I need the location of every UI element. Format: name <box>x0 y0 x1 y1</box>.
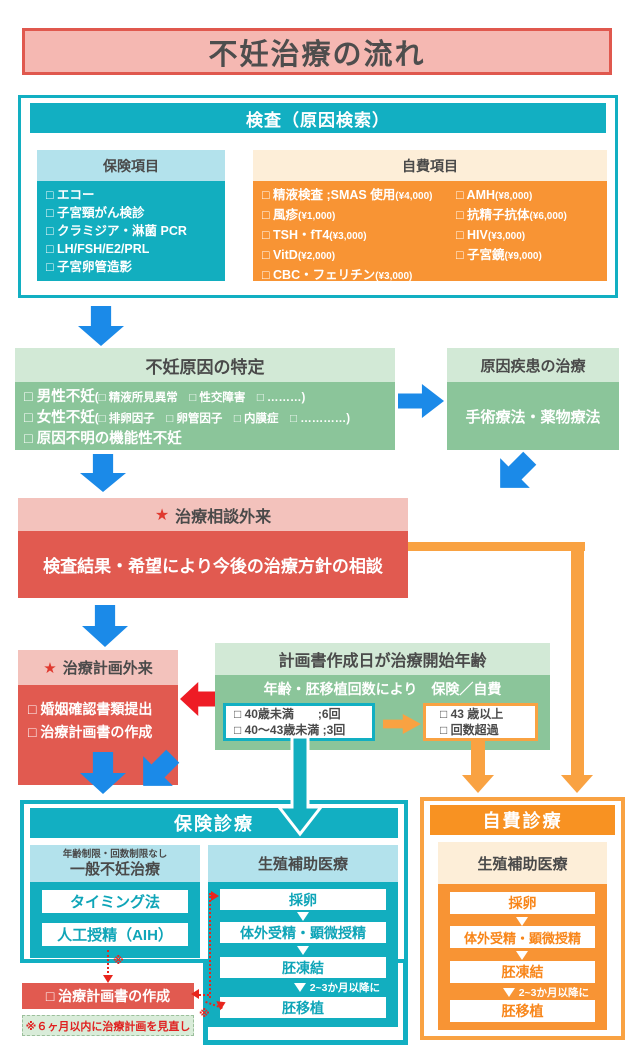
plan-clinic-item: □ 治療計画書の作成 <box>28 724 153 740</box>
cause-body: □ 男性不妊(□ 精液所見異常 □ 性交障害 □ ………) □ 女性不妊(□ 排… <box>15 382 395 450</box>
down-arrow-icon <box>297 946 309 955</box>
step-aih: 人工授精（AIH） <box>42 923 188 946</box>
down-arrow-icon <box>502 987 515 997</box>
insurance-item: □ LH/FSH/E2/PRL <box>46 242 150 256</box>
age-criteria-line: □ 40歳未満 ;6回 <box>234 707 341 721</box>
dotted-connector <box>107 950 109 977</box>
age-criteria-line: □ 回数超過 <box>440 723 499 737</box>
arrow-down-icon <box>80 454 126 492</box>
insurance-item: □ 子宮頸がん検診 <box>46 206 145 220</box>
red-arrowhead-icon <box>191 989 199 999</box>
selfpay-item: □ AMH(¥8,000) <box>456 188 533 202</box>
selfpay-item: □ 子宮鏡(¥9,000) <box>456 248 542 262</box>
cause-line: □ 女性不妊(□ 排卵因子 □ 卵管因子 □ 内膜症 □ …………) <box>24 410 351 426</box>
dotted-connector <box>209 893 211 998</box>
red-arrow-left-icon <box>180 682 218 716</box>
orange-connector-vertical <box>571 542 584 776</box>
selfpay-item: □ 抗精子抗体(¥6,000) <box>456 208 567 222</box>
down-arrow-icon <box>297 912 309 921</box>
consult-header: ★ 治療相談外来 <box>18 498 408 531</box>
insurance-item: □ 子宮卵管造影 <box>46 260 133 274</box>
age-selfpay-criteria-box: □ 43 歳以上 □ 回数超過 <box>423 703 538 741</box>
general-treatment-title: 一般不妊治療 <box>69 861 160 878</box>
selfpay-item: □ TSH・fT4(¥3,000) <box>262 228 367 242</box>
disease-header: 原因疾患の治療 <box>447 348 619 382</box>
selfpay-item: □ HIV(¥3,000) <box>456 228 526 242</box>
replan-note: ※６ヶ月以内に治療計画を見直し <box>22 1015 194 1036</box>
consult-header-label: 治療相談外来 <box>175 508 272 526</box>
plan-clinic-header-label: 治療計画外来 <box>62 660 153 677</box>
teal-flow-arrow-icon <box>277 737 323 837</box>
selfpay-items-panel <box>253 181 607 281</box>
art-selfpay-header: 生殖補助医療 <box>438 842 607 884</box>
orange-arrowhead-icon <box>462 775 494 793</box>
down-arrow-icon <box>293 982 306 992</box>
selfpay-item: □ CBC・フェリチン(¥3,000) <box>262 268 413 282</box>
age-insurance-criteria-box: □ 40歳未満 ;6回 □ 40～43歳未満 ;3回 <box>223 703 375 741</box>
insurance-care-border-segment <box>203 959 208 1045</box>
cause-header: 不妊原因の特定 <box>15 348 395 382</box>
insurance-care-header: 保険診療 <box>30 808 398 838</box>
arrow-down-icon <box>78 306 124 346</box>
general-treatment-header: 年齢制限・回数制限なし 一般不妊治療 <box>30 845 200 882</box>
age-box-subheader: 年齢・胚移植回数により 保険／自費 <box>263 681 502 697</box>
step-embryo-freezing: 胚凍結 <box>450 961 595 983</box>
down-arrow-icon <box>516 917 528 926</box>
insurance-care-border-segment <box>203 1040 408 1045</box>
asterisk-mark: ※ <box>199 1008 210 1020</box>
insurance-items-header: 保険項目 <box>37 150 225 181</box>
age-box-header: 計画書作成日が治療開始年齢 <box>215 643 550 675</box>
art-insurance-header: 生殖補助医療 <box>208 845 398 882</box>
dotted-connector <box>196 994 209 996</box>
age-criteria-line: □ 43 歳以上 <box>440 707 504 721</box>
step-egg-retrieval: 採卵 <box>220 889 386 910</box>
orange-arrowhead-icon <box>561 775 593 793</box>
selfpay-item: □ 精液検査 ;SMAS 使用(¥4,000) <box>262 188 433 202</box>
selfpay-items-left: □ 精液検査 ;SMAS 使用(¥4,000) □ 風疹(¥1,000) □ T… <box>262 186 454 286</box>
selfpay-care-header: 自費診療 <box>430 805 615 835</box>
exam-header: 検査（原因検索） <box>30 103 606 133</box>
step-embryo-freezing: 胚凍結 <box>220 957 386 978</box>
selfpay-items-header: 自費項目 <box>253 150 607 181</box>
red-arrowhead-icon <box>103 975 113 983</box>
arrow-right-icon <box>398 384 444 418</box>
step-embryo-transfer: 胚移植 <box>450 1000 595 1022</box>
red-arrowhead-icon <box>211 891 219 901</box>
step-ivf-icsi: 体外受精・顕微授精 <box>450 926 595 948</box>
disease-body: 手術療法・薬物療法 <box>447 382 619 450</box>
star-icon: ★ <box>154 506 170 524</box>
general-treatment-note: 年齢制限・回数制限なし <box>62 849 168 860</box>
arrow-down-icon <box>82 605 128 647</box>
arrow-diagonal-icon <box>485 443 544 502</box>
step-ivf-icsi: 体外受精・顕微授精 <box>220 922 386 943</box>
page-title: 不妊治療の流れ <box>22 28 612 75</box>
selfpay-item: □ VitD(¥2,000) <box>262 248 336 262</box>
insurance-item: □ エコー <box>46 188 95 202</box>
interval-note: 2~3か月以降に <box>220 980 386 994</box>
insurance-item: □ クラミジア・淋菌 PCR <box>46 224 187 238</box>
insurance-care-border-segment <box>403 959 408 1045</box>
insurance-items-list: □ エコー □ 子宮頸がん検診 □ クラミジア・淋菌 PCR □ LH/FSH/… <box>37 181 225 281</box>
cause-line: □ 原因不明の機能性不妊 <box>24 431 182 447</box>
cause-line: □ 男性不妊(□ 精液所見異常 □ 性交障害 □ ………) <box>24 389 306 405</box>
orange-connector-horizontal <box>408 542 585 551</box>
plan-clinic-header: ★ 治療計画外来 <box>18 650 178 685</box>
plan-clinic-item: □ 婚姻確認書類提出 <box>28 701 153 717</box>
age-criteria-line: □ 40～43歳未満 ;3回 <box>234 723 346 737</box>
step-embryo-transfer: 胚移植 <box>220 997 386 1018</box>
asterisk-mark: ※ <box>113 955 124 967</box>
interval-note: 2~3か月以降に <box>450 985 595 999</box>
star-icon: ★ <box>43 659 57 677</box>
step-egg-retrieval: 採卵 <box>450 892 595 914</box>
down-arrow-icon <box>516 951 528 960</box>
selfpay-item: □ 風疹(¥1,000) <box>262 208 336 222</box>
orange-connector-vertical <box>471 741 485 777</box>
step-timing-method: タイミング法 <box>42 890 188 913</box>
consult-body: 検査結果・希望により今後の治療方針の相談 <box>18 531 408 598</box>
selfpay-items-right: □ AMH(¥8,000) □ 抗精子抗体(¥6,000) □ HIV(¥3,0… <box>456 186 604 266</box>
replan-box: □ 治療計画書の作成 <box>22 983 194 1009</box>
